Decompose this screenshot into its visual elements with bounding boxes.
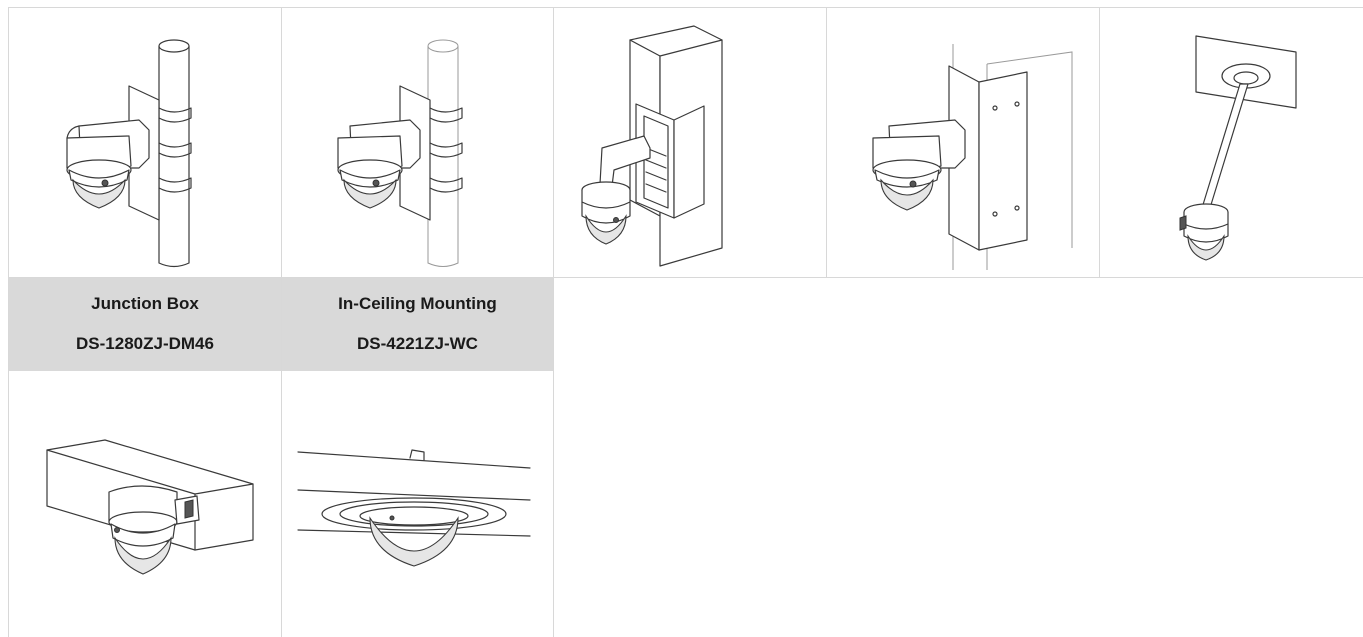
table-border-top: [8, 7, 1363, 8]
accessory-model: DS-4221ZJ-WC: [357, 334, 478, 353]
caption-cell-junction-box: Junction Box DS-1280ZJ-DM46: [9, 278, 281, 371]
corner-mount-bracket-image: [872, 44, 1073, 270]
accessory-image-cell-1: [9, 8, 281, 277]
pole-mount-bracket-image: [337, 39, 463, 267]
table-column-divider: [281, 7, 282, 637]
caption-cell-in-ceiling: In-Ceiling Mounting DS-4221ZJ-WC: [282, 278, 553, 371]
accessory-title: Junction Box: [91, 294, 199, 313]
accessory-image-cell-5: [1100, 8, 1363, 277]
corner-mount-pendant-image: [581, 25, 723, 267]
accessory-model: DS-1280ZJ-DM46: [76, 334, 214, 353]
pendant-mount-image: [1179, 35, 1297, 261]
table-column-divider: [826, 7, 827, 278]
accessory-title: In-Ceiling Mounting: [338, 294, 497, 313]
junction-box-image: [46, 439, 254, 575]
accessory-image-cell-6: [9, 372, 281, 637]
table-column-divider: [1099, 7, 1100, 278]
wall-mount-pole-bracket-image: [66, 39, 192, 268]
accessory-image-cell-4: [827, 8, 1099, 277]
table-row-divider: [8, 277, 1363, 278]
accessory-image-cell-7: [282, 372, 553, 637]
table-border-left: [8, 7, 9, 637]
accessory-image-cell-3: [554, 8, 826, 277]
table-column-divider: [553, 7, 554, 637]
accessory-image-cell-2: [282, 8, 553, 277]
in-ceiling-mount-image: [297, 449, 531, 567]
